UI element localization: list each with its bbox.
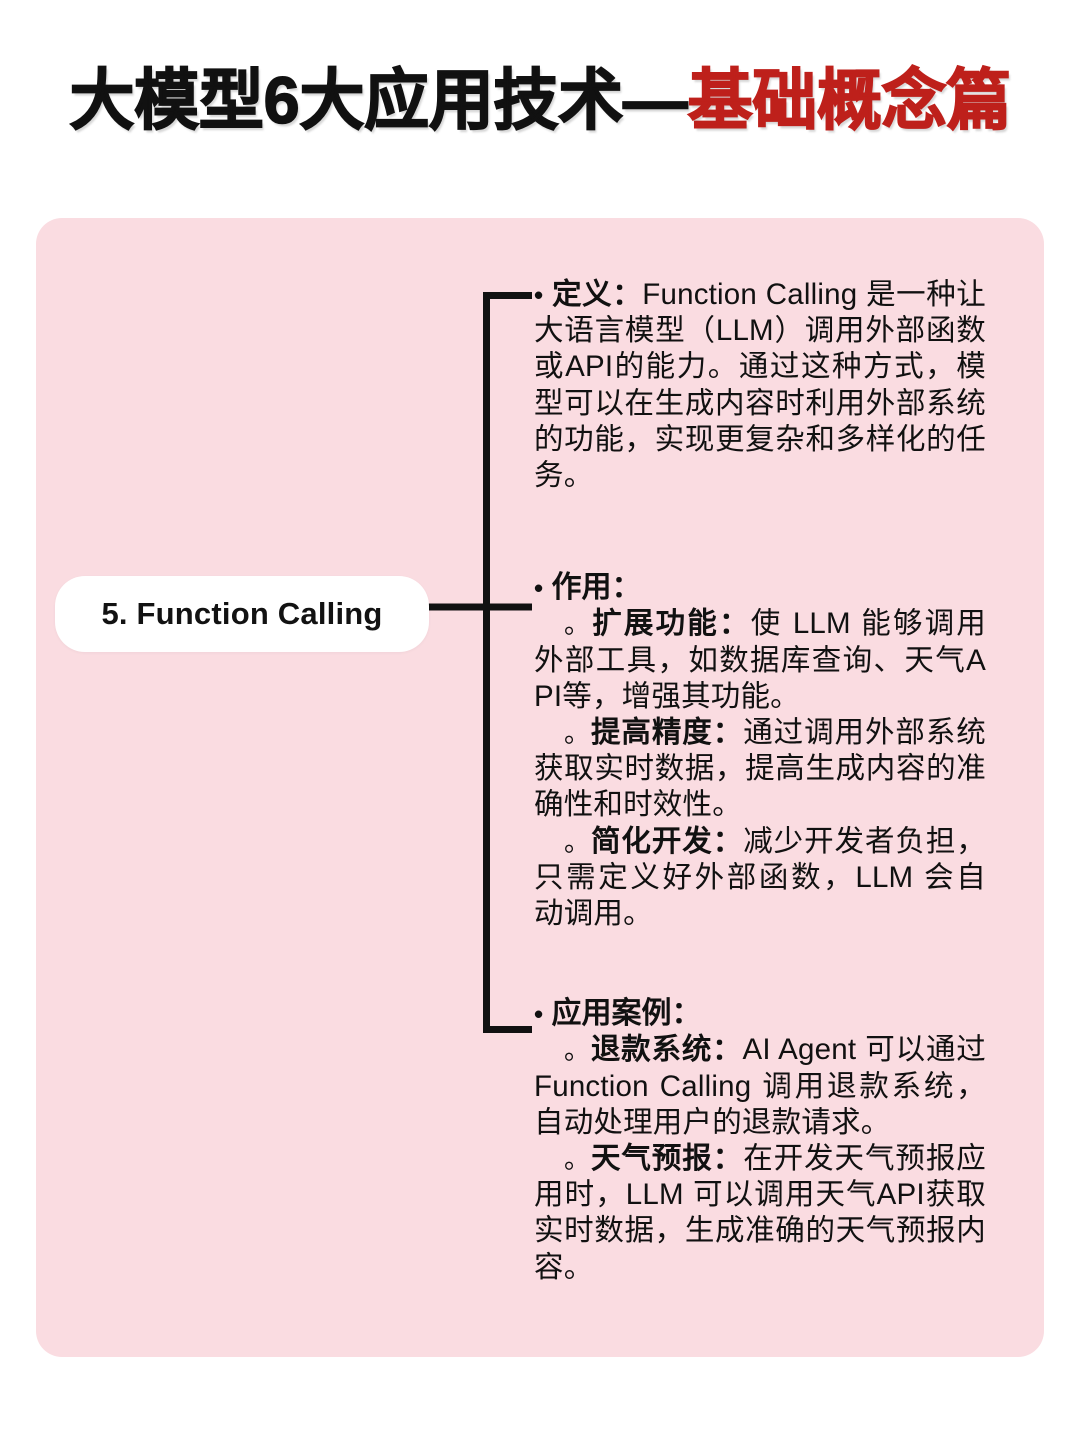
branch-definition-body: Function Calling 是一种让大语言模型（LLM）调用外部函数或AP…: [534, 278, 986, 493]
branch-purpose-subitem-2-body: 通过调用外部系统获取实时数据，提高生成内容的准确性和时效性。: [534, 716, 986, 822]
mindmap-content-column: • 定义：Function Calling 是一种让大语言模型（LLM）调用外部…: [534, 277, 986, 1286]
page-title: 大模型6大应用技术—基础概念篇: [0, 0, 1080, 200]
circle-marker-icon: 。: [564, 609, 593, 640]
mindmap-card: [36, 218, 1044, 1357]
branch-purpose-subitem-3-body: 减少开发者负担，只需定义好外部函数，LLM 会自动调用。: [534, 824, 986, 931]
branch-purpose-subitem-2-heading: 提高精度：: [590, 716, 744, 750]
branch-use-cases: • 应用案例： 。退款系统：AI Agent 可以通过 Function Cal…: [534, 996, 986, 1286]
branch-use-cases-heading-line: • 应用案例：: [534, 996, 986, 1032]
bullet-icon: •: [534, 999, 544, 1030]
branch-definition: • 定义：Function Calling 是一种让大语言模型（LLM）调用外部…: [534, 277, 986, 494]
circle-marker-icon: 。: [564, 826, 591, 857]
branch-use-cases-subitem-2-heading: 天气预报：: [590, 1142, 744, 1176]
branch-purpose-subitem-1-heading: 扩展功能：: [592, 607, 751, 641]
branch-use-cases-subitem-1-heading: 退款系统：: [590, 1033, 743, 1067]
branch-use-cases-subitem-1-body: AI Agent 可以通过 Function Calling 调用退款系统，自动…: [534, 1033, 986, 1139]
branch-purpose-subitem-1-body: 使 LLM 能够调用外部工具，如数据库查询、天气API等，增强其功能。: [534, 607, 986, 713]
bullet-icon: •: [534, 280, 544, 310]
branch-definition-paragraph: • 定义：Function Calling 是一种让大语言模型（LLM）调用外部…: [534, 277, 986, 494]
branch-purpose-subitem-3-heading: 简化开发：: [590, 824, 744, 858]
branch-purpose-heading: 作用：: [551, 571, 642, 605]
branch-purpose: • 作用： 。扩展功能：使 LLM 能够调用外部工具，如数据库查询、天气API等…: [534, 570, 986, 932]
branch-use-cases-heading: 应用案例：: [551, 997, 702, 1031]
branch-purpose-subitem-2: 。提高精度：通过调用外部系统获取实时数据，提高生成内容的准确性和时效性。: [534, 715, 986, 824]
branch-purpose-heading-line: • 作用：: [534, 570, 986, 606]
circle-marker-icon: 。: [564, 718, 591, 749]
page-title-black-part: 大模型6大应用技术—: [68, 63, 688, 137]
mindmap-node-function-calling[interactable]: 5. Function Calling: [55, 576, 429, 652]
bullet-icon: •: [534, 573, 544, 604]
branch-purpose-subitem-1: 。扩展功能：使 LLM 能够调用外部工具，如数据库查询、天气API等，增强其功能…: [534, 606, 986, 715]
page-title-red-part: 基础概念篇: [687, 63, 1012, 137]
branch-use-cases-subitem-2-body: 在开发天气预报应用时，LLM 可以调用天气API获取实时数据，生成准确的天气预报…: [534, 1142, 986, 1284]
branch-purpose-subitem-3: 。简化开发：减少开发者负担，只需定义好外部函数，LLM 会自动调用。: [534, 824, 986, 933]
branch-use-cases-subitem-2: 。天气预报：在开发天气预报应用时，LLM 可以调用天气API获取实时数据，生成准…: [534, 1141, 986, 1286]
circle-marker-icon: 。: [564, 1144, 591, 1175]
circle-marker-icon: 。: [564, 1035, 591, 1066]
branch-use-cases-subitem-1: 。退款系统：AI Agent 可以通过 Function Calling 调用退…: [534, 1032, 986, 1141]
branch-definition-heading: 定义：: [552, 278, 643, 311]
mindmap-node-label: 5. Function Calling: [101, 596, 383, 631]
